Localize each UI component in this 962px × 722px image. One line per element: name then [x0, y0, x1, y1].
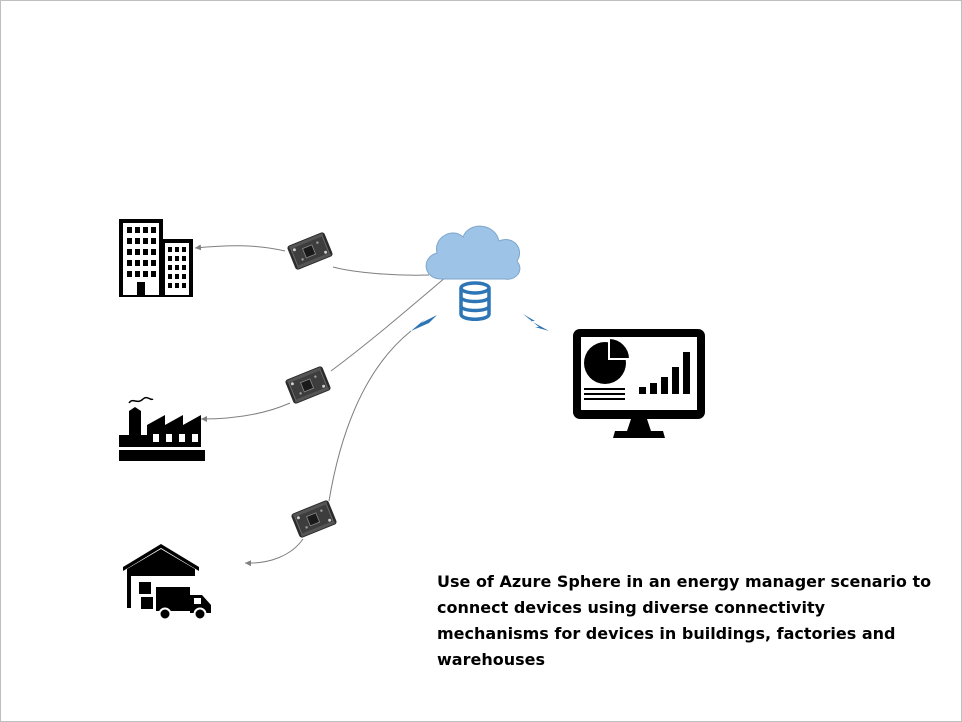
- connector-device-2-to-factory: [200, 402, 291, 422]
- connector-device-3-to-warehouse: [244, 538, 304, 567]
- connector-cloud-to-device-2: [330, 276, 447, 372]
- connector-device-1-to-building: [194, 244, 286, 252]
- diagram-caption: Use of Azure Sphere in an energy manager…: [437, 572, 932, 669]
- database-icon: [459, 281, 491, 321]
- office-building-icon: [119, 219, 193, 297]
- factory-icon: [119, 396, 205, 461]
- monitor-dashboard-icon: [573, 329, 705, 438]
- azure-sphere-device-2: [284, 364, 332, 406]
- connector-cloud-to-device-1: [332, 266, 430, 276]
- lightning-right-icon: [523, 314, 549, 331]
- azure-sphere-device-1: [286, 230, 334, 272]
- cloud-icon: [425, 225, 521, 280]
- wireless-signal-icon: [411, 314, 549, 331]
- connector-cloud-to-device-3: [328, 330, 412, 502]
- connector-lines: [194, 244, 447, 567]
- lightning-left-icon: [411, 315, 437, 331]
- warehouse-truck-icon: [123, 544, 211, 621]
- azure-sphere-device-3: [290, 498, 338, 540]
